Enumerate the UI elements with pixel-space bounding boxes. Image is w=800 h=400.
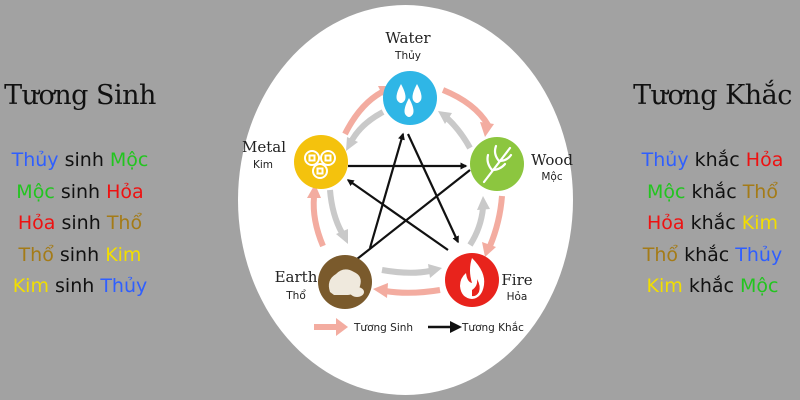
legend-khac-label: Tương Khắc — [461, 321, 524, 334]
sinh-verb: sinh — [64, 149, 104, 171]
inner-arrow-water-metal — [346, 109, 385, 151]
khac-star-arrows — [346, 132, 471, 264]
sinh-row: Mộc sinh Hỏa — [0, 177, 160, 209]
khac-element-a: Thủy — [641, 149, 689, 171]
earth-name: Earth — [275, 268, 318, 286]
sinh-element-b: Thổ — [106, 212, 143, 234]
fire-element: Fire Hỏa — [445, 253, 533, 307]
sinh-row: Hỏa sinh Thổ — [0, 208, 160, 240]
wood-element: Wood Mộc — [470, 137, 573, 191]
khac-verb: khắc — [694, 149, 740, 171]
sinh-arrow-wood-fire — [482, 195, 505, 257]
sinh-verb: sinh — [61, 212, 101, 234]
wood-name: Wood — [531, 151, 573, 169]
wheat-icon — [482, 144, 513, 184]
khac-row: Thủy khắc Hỏa — [625, 145, 800, 177]
water-drops-icon — [396, 84, 422, 117]
khac-verb: khắc — [684, 243, 730, 266]
khac-row: Mộc khắc Thổ — [625, 177, 800, 209]
khac-element-a: Mộc — [647, 180, 686, 203]
inner-arrow-wood-water — [438, 111, 473, 150]
sinh-arrow-fire-earth — [373, 283, 441, 298]
khac-element-b: Kim — [741, 212, 779, 234]
sinh-element-b: Mộc — [109, 149, 149, 171]
sinh-arrow-earth-metal — [307, 184, 326, 248]
khac-arrow-water-fire — [407, 133, 459, 244]
tuong-sinh-title: Tương Sinh — [4, 80, 156, 111]
fire-viet: Hỏa — [507, 291, 528, 303]
khac-verb: khắc — [691, 180, 737, 203]
inner-gray-arrows — [327, 109, 490, 278]
flame-icon — [460, 258, 485, 299]
sinh-element-a: Mộc — [16, 180, 55, 203]
khac-element-b: Mộc — [740, 275, 779, 297]
khac-element-a: Hỏa — [646, 212, 685, 234]
sinh-element-a: Kim — [12, 275, 49, 297]
sinh-row: Thổ sinh Kim — [0, 240, 160, 272]
sinh-verb: sinh — [55, 275, 95, 297]
diagram-legend: Tương Sinh Tương Khắc — [314, 318, 524, 336]
metal-viet: Kim — [253, 159, 273, 171]
inner-arrow-fire-wood — [467, 196, 490, 247]
water-viet: Thủy — [394, 50, 421, 62]
khac-row: Hỏa khắc Kim — [625, 208, 800, 240]
sinh-element-b: Kim — [105, 243, 142, 266]
legend-sinh-label: Tương Sinh — [353, 322, 413, 334]
water-circle — [383, 71, 437, 125]
sinh-element-a: Thổ — [18, 243, 54, 266]
sinh-verb: sinh — [60, 180, 101, 203]
sinh-arrow-water-wood — [441, 87, 494, 137]
sinh-verb: sinh — [59, 243, 100, 266]
khac-element-b: Hỏa — [745, 149, 784, 171]
khac-arrow-fire-metal — [346, 179, 449, 251]
sinh-arrows — [307, 86, 505, 298]
coins-icon — [304, 150, 336, 179]
sinh-row: Thủy sinh Mộc — [0, 145, 160, 177]
water-name: Water — [385, 29, 431, 47]
rocks-icon — [328, 269, 364, 297]
inner-arrow-metal-earth — [327, 189, 348, 244]
khac-arrow-earth-water — [368, 132, 405, 249]
sinh-element-b: Thủy — [100, 275, 148, 297]
khac-arrow-wood-earth — [350, 169, 471, 264]
khac-verb: khắc — [690, 212, 736, 234]
metal-element: Metal Kim — [242, 135, 348, 189]
diagram-background-circle — [238, 5, 573, 395]
metal-name: Metal — [242, 138, 286, 156]
sinh-element-a: Hỏa — [17, 212, 56, 234]
khac-row: Kim khắc Mộc — [625, 271, 800, 303]
sinh-element-b: Hỏa — [106, 180, 144, 203]
wood-viet: Mộc — [541, 171, 562, 183]
khac-element-b: Thủy — [735, 243, 783, 266]
sinh-row: Kim sinh Thủy — [0, 271, 160, 303]
khac-element-b: Thổ — [742, 180, 778, 203]
khac-row: Thổ khắc Thủy — [625, 240, 800, 272]
sinh-element-a: Thủy — [11, 149, 59, 171]
khac-element-a: Kim — [646, 275, 683, 297]
earth-element: Earth Thổ — [275, 255, 372, 309]
inner-arrow-earth-fire — [381, 264, 442, 278]
khac-verb: khắc — [688, 275, 734, 297]
legend-sinh-arrow — [314, 318, 348, 336]
metal-circle — [294, 135, 348, 189]
water-element: Water Thủy — [383, 29, 437, 125]
khac-element-a: Thổ — [642, 243, 679, 266]
fire-name: Fire — [501, 271, 532, 289]
earth-viet: Thổ — [285, 289, 306, 302]
tuong-khac-title: Tương Khắc — [633, 80, 792, 111]
